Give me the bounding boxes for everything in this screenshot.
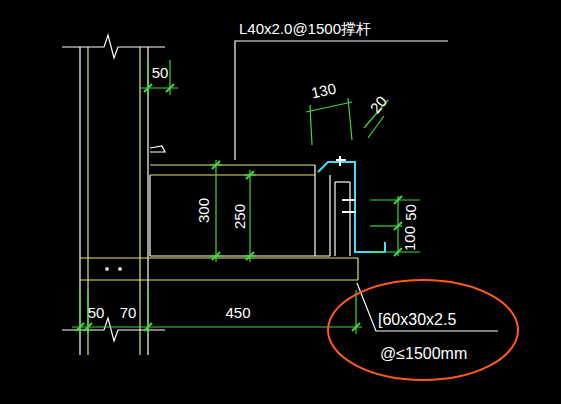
screw [336, 156, 356, 212]
dimension-tick [76, 84, 402, 331]
callout-text: L40x2.0@1500撑杆 [239, 21, 371, 36]
dimension-text: 250 [233, 203, 248, 228]
ellipse-outline [326, 278, 520, 382]
spec-text: @≤1500mm [380, 346, 467, 362]
strut [150, 165, 315, 175]
dimension-text: 50 [152, 65, 169, 80]
wall-column [80, 47, 148, 355]
dimension-text: 300 [197, 197, 212, 222]
dimension-text: 20 [367, 93, 389, 115]
callout-ellipse: [60x30x2.5 @≤1500mm [326, 278, 520, 382]
beam [80, 258, 358, 280]
break-symbol [62, 35, 165, 341]
gutter [318, 162, 385, 252]
leader-line [235, 41, 498, 331]
wall-inner [88, 47, 140, 355]
dimension-text: 130 [310, 80, 338, 100]
dimension-text: 100 [403, 225, 418, 250]
dimension-text: 50 [88, 305, 105, 320]
dimension-text: 450 [225, 305, 250, 320]
ellipse-outline [328, 280, 518, 380]
bolt-dot [105, 267, 122, 271]
dimension-text: 50 [403, 204, 418, 221]
dimension-text: 70 [120, 305, 137, 320]
spec-text: [60x30x2.5 [378, 312, 456, 328]
dimension-line [72, 60, 420, 334]
